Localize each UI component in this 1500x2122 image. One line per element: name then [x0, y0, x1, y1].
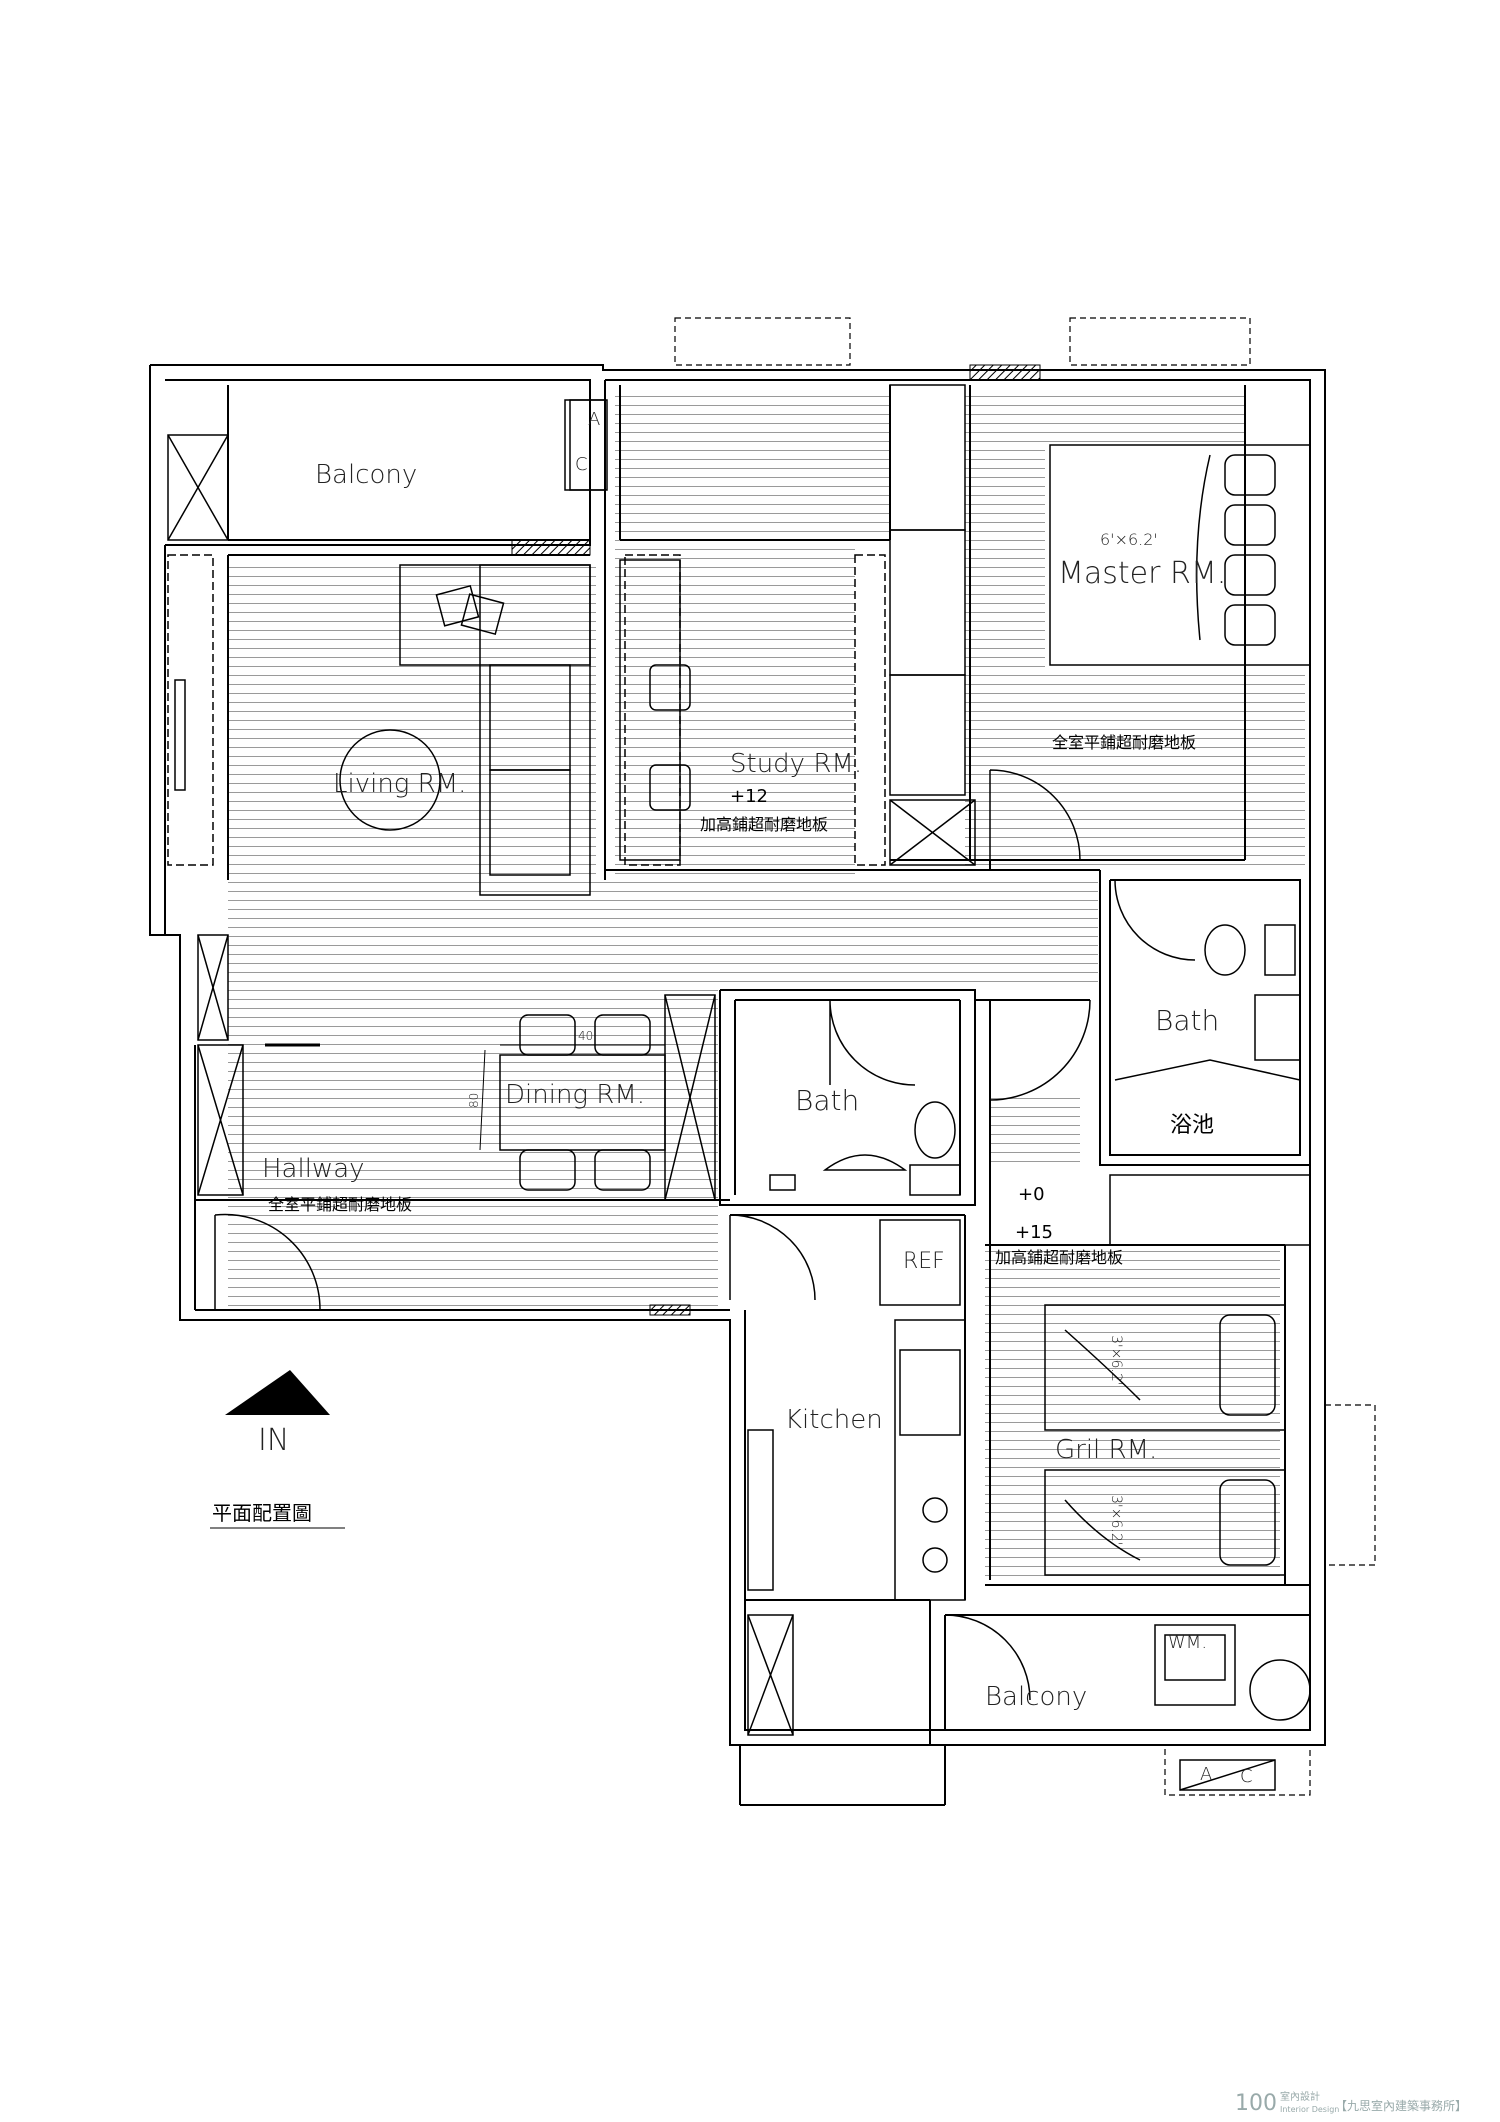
- girl-floor-note: 加高鋪超耐磨地板: [995, 1248, 1123, 1267]
- study-level: +12: [730, 786, 768, 807]
- brand-cn: 室內設計: [1280, 2090, 1320, 2103]
- entry-arrow: [225, 1370, 330, 1415]
- ac-c-top: C: [575, 454, 588, 475]
- label-balcony-bottom: Balcony: [985, 1682, 1087, 1712]
- floor-note-master: 全室平鋪超耐磨地板: [1052, 733, 1196, 752]
- label-hallway: Hallway: [262, 1154, 365, 1184]
- fridge: [879, 1219, 961, 1306]
- master-bed: [1049, 444, 1311, 666]
- bathtub-label: 浴池: [1170, 1113, 1214, 1138]
- plan-title: 平面配置圖: [212, 1501, 312, 1525]
- study-floor-note: 加高鋪超耐磨地板: [700, 815, 828, 834]
- floor-note-hallway: 全室平鋪超耐磨地板: [268, 1195, 412, 1214]
- label-girl-room: Gril RM.: [1055, 1435, 1157, 1465]
- annotations: 全室平鋪超耐磨地板 全室平鋪超耐磨地板 +12 加高鋪超耐磨地板 +0 +15 …: [212, 409, 1253, 1787]
- bed-size-girl-2: 3'×6.2': [1108, 1495, 1124, 1546]
- dim-80: 80: [467, 1093, 481, 1108]
- hatched-walls: [511, 364, 1041, 1316]
- girl-level-0: +0: [1018, 1184, 1045, 1205]
- wm-label: WM.: [1168, 1632, 1207, 1653]
- label-bath-master: Bath: [1155, 1004, 1219, 1037]
- brand-number: 100: [1235, 2091, 1277, 2116]
- label-living: Living RM.: [333, 769, 466, 799]
- ac-a-top: A: [588, 409, 600, 430]
- dim-40: 40: [578, 1029, 593, 1043]
- label-study: Study RM.: [730, 749, 862, 779]
- ref-label: REF: [903, 1249, 945, 1274]
- doors: [214, 769, 1196, 1701]
- label-master: Master RM.: [1058, 556, 1226, 591]
- floor-hatching: [228, 388, 1305, 1585]
- girl-level-15: +15: [1015, 1222, 1053, 1243]
- entry-label: IN: [258, 1423, 289, 1458]
- room-labels: Balcony Living RM. Study RM. Master RM. …: [262, 460, 1226, 1712]
- sofa: [479, 564, 591, 896]
- dining-table: [499, 1054, 666, 1151]
- washing-machine: [1154, 1624, 1236, 1706]
- bed-size-girl-1: 3'×6.2': [1108, 1335, 1124, 1386]
- footer-brand: 100 室內設計 Interior Design 【九思室內建築事務所】: [1235, 2090, 1467, 2116]
- label-balcony-top: Balcony: [315, 460, 417, 490]
- label-dining: Dining RM.: [505, 1080, 645, 1110]
- furniture: [174, 399, 1311, 1791]
- brand-en: Interior Design: [1280, 2105, 1339, 2114]
- ac-a-bottom: A: [1200, 1764, 1212, 1785]
- label-kitchen: Kitchen: [785, 1405, 883, 1435]
- label-bath-center: Bath: [795, 1084, 859, 1117]
- bed-size-master: 6'×6.2': [1100, 530, 1158, 549]
- studio-name: 【九思室內建築事務所】: [1335, 2098, 1467, 2113]
- ac-c-bottom: C: [1240, 1766, 1253, 1787]
- walls: [149, 317, 1376, 1806]
